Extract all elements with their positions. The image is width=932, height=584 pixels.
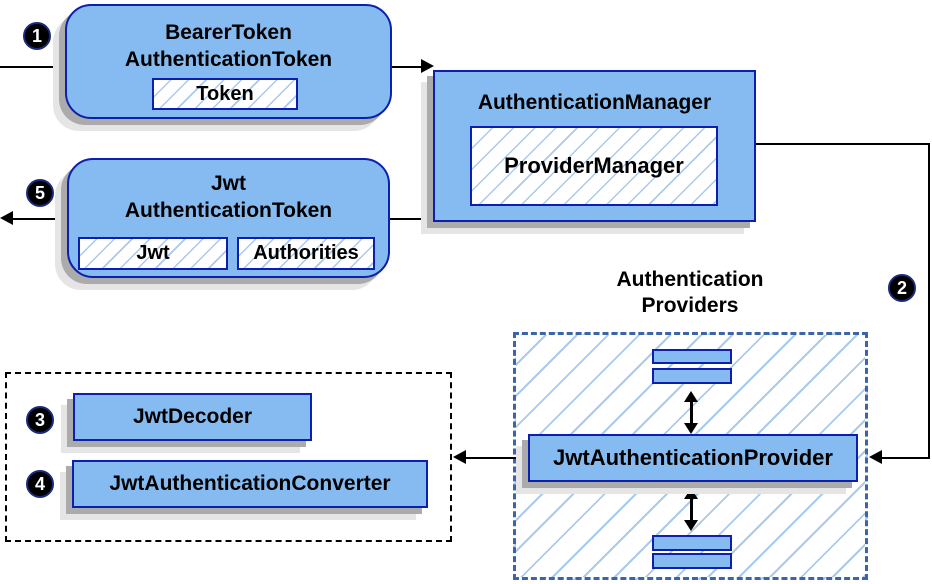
- providers-lower-arrowhead-up-icon: [684, 488, 698, 499]
- jwt-authentication-converter-title: JwtAuthenticationConverter: [109, 472, 391, 495]
- step-3-badge: 3: [26, 406, 54, 434]
- authentication-providers-label: Authentication Providers: [555, 267, 825, 319]
- bearer-to-manager-line: [392, 66, 423, 68]
- providers-upper-arrowhead-down-icon: [684, 423, 698, 434]
- providers-upper-arrowhead-up-icon: [684, 391, 698, 402]
- jwt-decoder-node: JwtDecoder: [73, 393, 312, 441]
- authentication-manager-title: AuthenticationManager: [477, 91, 712, 114]
- step-2-badge: 2: [888, 274, 916, 302]
- provider-stack-bar-icon: [652, 368, 732, 384]
- step-5-number: 5: [34, 182, 45, 203]
- jwt-decoder-title: JwtDecoder: [132, 405, 253, 428]
- bearer-token-title-line1: BearerToken: [165, 21, 292, 44]
- jwt-authentication-provider-title: JwtAuthenticationProvider: [553, 445, 833, 470]
- manager-to-provider-line-top: [756, 143, 930, 145]
- authorities-field-label: Authorities: [253, 242, 359, 264]
- jwt-authentication-converter-node: JwtAuthenticationConverter: [72, 460, 428, 508]
- manager-to-provider-line-vertical: [928, 143, 930, 459]
- step-1-number: 1: [31, 25, 42, 46]
- provider-stack-bar-icon: [652, 535, 732, 551]
- step-3-number: 3: [34, 409, 45, 430]
- provider-incoming-arrowhead-icon: [869, 450, 882, 464]
- providers-lower-link-line: [690, 497, 693, 523]
- outgoing-arrowhead-icon: [0, 211, 13, 225]
- step-1-badge: 1: [23, 22, 51, 50]
- step-5-badge: 5: [26, 179, 54, 207]
- manager-to-provider-line-bottom: [882, 457, 930, 459]
- token-field: Token: [152, 78, 298, 110]
- providers-lower-arrowhead-down-icon: [684, 520, 698, 531]
- step-2-number: 2: [896, 277, 907, 298]
- bearer-to-manager-arrowhead-icon: [421, 59, 434, 73]
- authentication-providers-label-line1: Authentication: [616, 268, 764, 291]
- provider-to-decoder-arrowhead-icon: [453, 450, 466, 464]
- jwt-token-outgoing-line: [12, 218, 68, 220]
- incoming-request-line: [0, 66, 66, 68]
- jwt-authentication-provider-node: JwtAuthenticationProvider: [528, 434, 858, 482]
- token-field-label: Token: [196, 82, 254, 105]
- step-4-badge: 4: [26, 470, 54, 498]
- jwt-token-title-line2: AuthenticationToken: [124, 199, 333, 222]
- provider-manager-label: ProviderManager: [504, 153, 684, 178]
- authentication-providers-label-line2: Providers: [641, 294, 739, 317]
- provider-manager-field: ProviderManager: [470, 126, 718, 206]
- authorities-field: Authorities: [237, 237, 375, 270]
- providers-upper-link-line: [690, 400, 693, 426]
- jwt-field-label: Jwt: [136, 242, 170, 264]
- jwt-field: Jwt: [78, 237, 228, 270]
- provider-to-decoder-line: [466, 457, 528, 459]
- jwt-token-title-line1: Jwt: [210, 172, 246, 195]
- bearer-token-authentication-token-node: BearerToken AuthenticationToken: [65, 4, 392, 119]
- bearer-token-title-line2: AuthenticationToken: [124, 48, 333, 71]
- provider-stack-bar-icon: [652, 553, 732, 569]
- step-4-number: 4: [34, 473, 45, 494]
- manager-to-jwt-token-line: [390, 218, 435, 220]
- provider-stack-bar-icon: [652, 349, 732, 364]
